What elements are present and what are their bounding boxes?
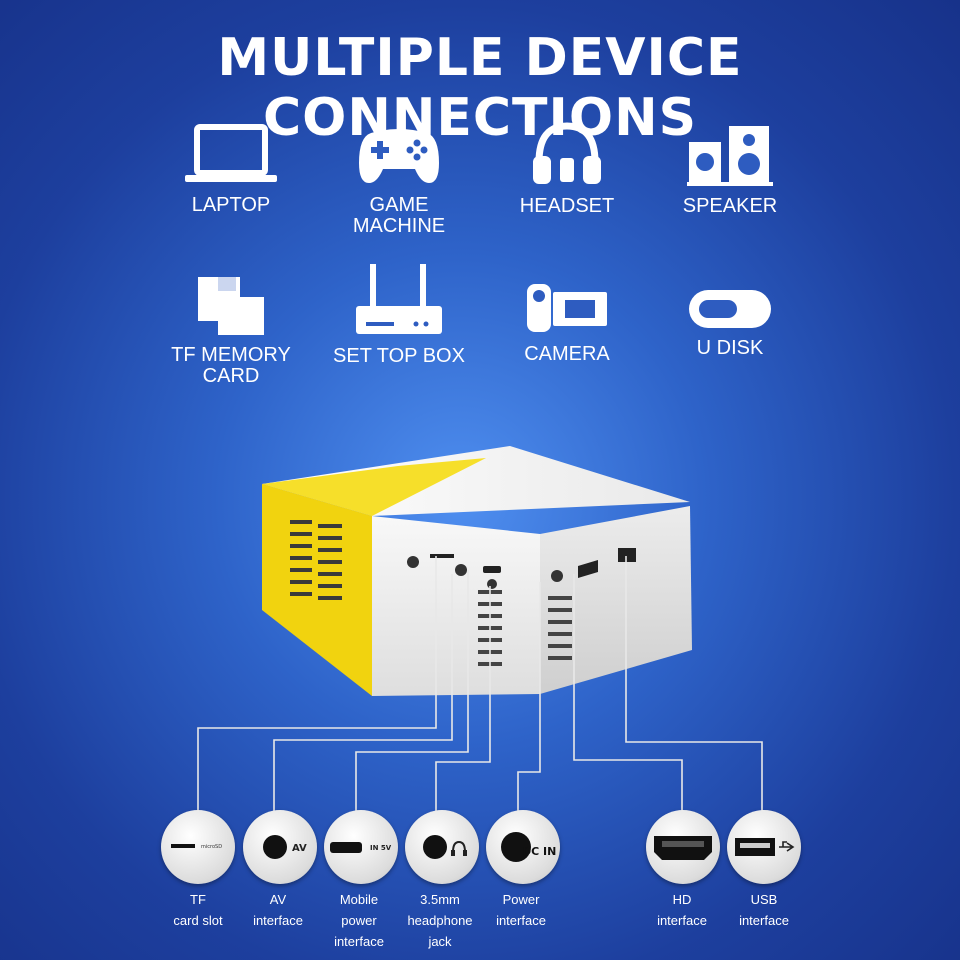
port-usb — [727, 810, 801, 884]
tf-slot-icon: microSD — [171, 844, 222, 850]
camera-icon — [527, 284, 607, 332]
svg-text:AV: AV — [292, 843, 307, 854]
device-label: CAMERA — [524, 343, 610, 365]
device-label: LAPTOP — [191, 194, 271, 216]
device-label: U DISK — [696, 337, 764, 359]
micro-usb-icon: IN 5V — [330, 842, 392, 853]
device-speaker: SPEAKER — [640, 120, 820, 217]
port-headphone — [405, 810, 479, 884]
port-av: AV — [243, 810, 317, 884]
projector — [262, 446, 692, 696]
device-headset: HEADSET — [477, 118, 657, 217]
speaker-icon — [687, 126, 773, 186]
usb-port-icon — [735, 838, 795, 856]
device-label: SET TOP BOX — [333, 345, 465, 367]
laptop-icon — [185, 124, 277, 182]
svg-text:microSD: microSD — [201, 844, 222, 850]
router-icon — [356, 264, 442, 334]
device-label: SPEAKER — [682, 195, 778, 217]
gamepad-icon — [359, 129, 439, 183]
port-mobile-power: IN 5V — [324, 810, 398, 884]
hdmi-port-icon — [654, 836, 712, 860]
device-camera: CAMERA — [477, 278, 657, 365]
sd-card-icon — [198, 277, 264, 335]
svg-text:DC IN: DC IN — [522, 845, 556, 858]
headphone-jack-icon — [423, 835, 467, 859]
usb-drive-icon — [689, 290, 771, 328]
svg-text:IN 5V: IN 5V — [370, 844, 392, 852]
yellow-vent — [290, 520, 342, 600]
front-ports — [407, 548, 636, 589]
av-jack-icon: AV — [263, 835, 307, 859]
device-label: HEADSET — [519, 195, 615, 217]
port-hd — [646, 810, 720, 884]
port-dc-power: DC IN — [486, 810, 560, 884]
page-title: MULTIPLE DEVICE CONNECTIONS — [217, 28, 743, 148]
device-laptop: LAPTOP — [141, 123, 321, 216]
dc-jack-icon: DC IN — [501, 832, 556, 862]
headset-icon — [533, 122, 601, 184]
leader-lines — [197, 556, 763, 820]
device-set-top-box: SET TOP BOX — [309, 262, 489, 367]
device-u-disk: U DISK — [640, 288, 820, 359]
port-tf-card-slot: microSD — [161, 810, 235, 884]
